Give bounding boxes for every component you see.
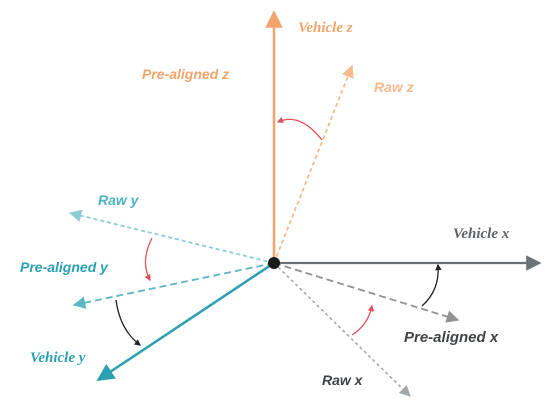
raw-y-axis xyxy=(68,209,275,264)
angle-arc-pre-y xyxy=(115,299,142,346)
raw-z-label: Raw z xyxy=(374,79,414,95)
pre-aligned-y-axis xyxy=(72,262,275,309)
angle-arc-raw-x xyxy=(351,304,375,336)
raw-y-label: Raw y xyxy=(98,192,140,208)
angle-arc-raw-y xyxy=(144,237,153,282)
angle-arc-pre-x xyxy=(421,263,442,307)
raw-z-axis xyxy=(273,64,354,264)
origin-point xyxy=(268,257,280,269)
vehicle-x-label: Vehicle x xyxy=(453,226,510,242)
pre-aligned-x-axis xyxy=(273,262,460,323)
pre-aligned-z-label: Pre-aligned z xyxy=(142,66,229,82)
raw-x-label: Raw x xyxy=(322,372,364,388)
angle-arc-z xyxy=(276,116,323,141)
raw-x-axis xyxy=(273,262,411,397)
pre-aligned-x-label: Pre-aligned x xyxy=(404,329,499,346)
vehicle-y-axis xyxy=(96,261,275,382)
vehicle-y-label: Vehicle y xyxy=(30,350,86,366)
pre-aligned-y-label: Pre-aligned y xyxy=(20,259,109,275)
vehicle-z-label: Vehicle z xyxy=(298,20,353,36)
